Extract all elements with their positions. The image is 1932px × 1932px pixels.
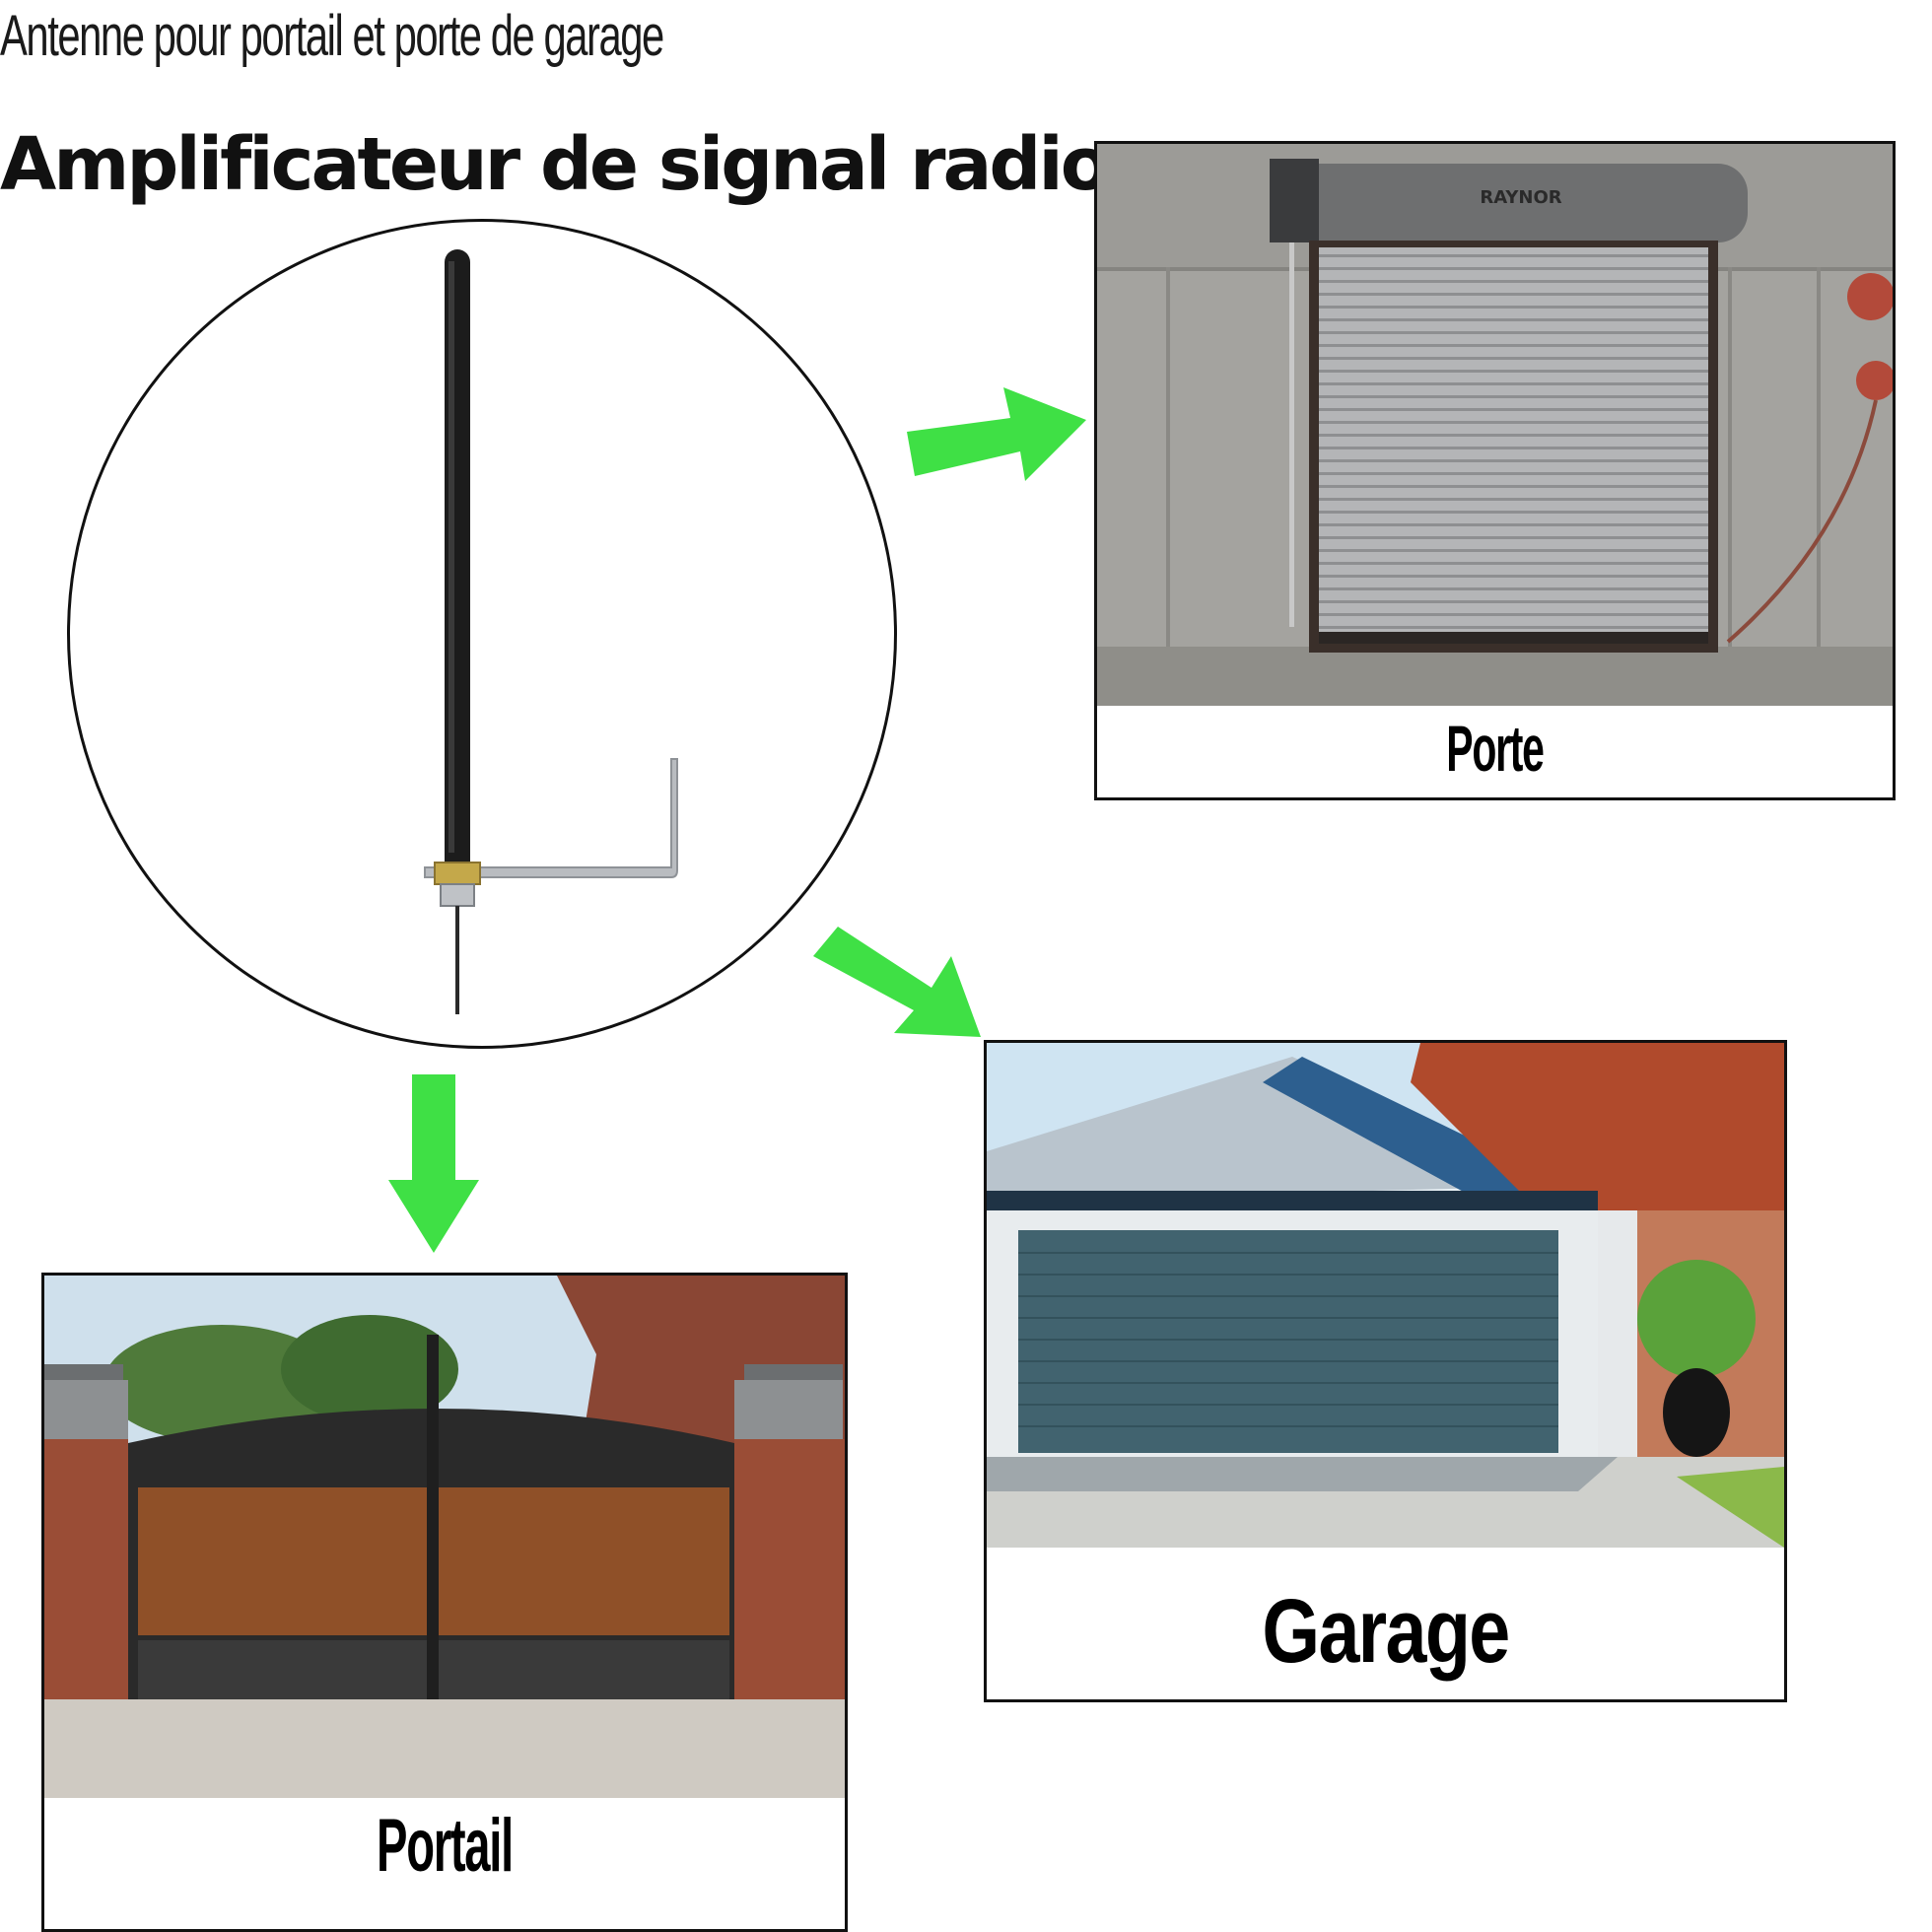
antenna-circle (67, 219, 897, 1049)
door-slat (1319, 459, 1708, 462)
gate-panel: Portail (41, 1273, 848, 1932)
door-slat (1319, 382, 1708, 385)
door-caption: Porte (1446, 712, 1545, 785)
door-slat (1319, 306, 1708, 309)
door-slat (1319, 536, 1708, 539)
garage-panel: Garage (984, 1040, 1787, 1702)
door-slat (1319, 472, 1708, 475)
page-title: Amplificateur de signal radio (0, 122, 1111, 207)
garage-door-line (1018, 1404, 1558, 1406)
door-slat (1319, 600, 1708, 603)
door-slat (1319, 357, 1708, 360)
door-slat (1319, 587, 1708, 590)
door-slat (1319, 511, 1708, 514)
door-slat (1319, 447, 1708, 449)
garage-door-line (1018, 1360, 1558, 1362)
door-slat (1319, 575, 1708, 578)
garage-door-line (1018, 1317, 1558, 1319)
door-slat (1319, 267, 1708, 270)
door-slat (1319, 318, 1708, 321)
door-panel: RAYNOR Porte (1094, 141, 1896, 800)
door-slat (1319, 280, 1708, 283)
door-slat (1319, 344, 1708, 347)
garage-door-line (1018, 1274, 1558, 1276)
door-slat (1319, 626, 1708, 629)
arrow-diagonal-icon (813, 927, 981, 1037)
door-slat (1319, 523, 1708, 526)
garage-door-line (1018, 1252, 1558, 1254)
gate-caption: Portail (377, 1804, 514, 1888)
arrow-down-icon (388, 1074, 479, 1253)
door-slat (1319, 331, 1708, 334)
garage-door-line (1018, 1425, 1558, 1427)
gate-photo (44, 1276, 845, 1798)
garage-door-line (1018, 1339, 1558, 1341)
brand-label: RAYNOR (1480, 187, 1561, 208)
door-slat (1319, 498, 1708, 501)
door-slat (1319, 485, 1708, 488)
door-slat (1319, 434, 1708, 437)
door-slat (1319, 254, 1708, 257)
garage-photo (987, 1043, 1784, 1548)
door-slat (1319, 395, 1708, 398)
door-slat (1319, 613, 1708, 616)
door-slat (1319, 293, 1708, 296)
door-slat (1319, 549, 1708, 552)
door-slat (1319, 562, 1708, 565)
garage-caption: Garage (1262, 1581, 1510, 1682)
door-slat (1319, 408, 1708, 411)
door-photo: RAYNOR (1097, 144, 1893, 706)
door-slat (1319, 370, 1708, 373)
door-slat (1319, 421, 1708, 424)
antenna-icon (424, 249, 678, 1014)
garage-door-line (1018, 1382, 1558, 1384)
arrow-right-icon (907, 387, 1086, 481)
subtitle: Antenne pour portail et porte de garage (0, 4, 664, 68)
garage-door-line (1018, 1295, 1558, 1297)
